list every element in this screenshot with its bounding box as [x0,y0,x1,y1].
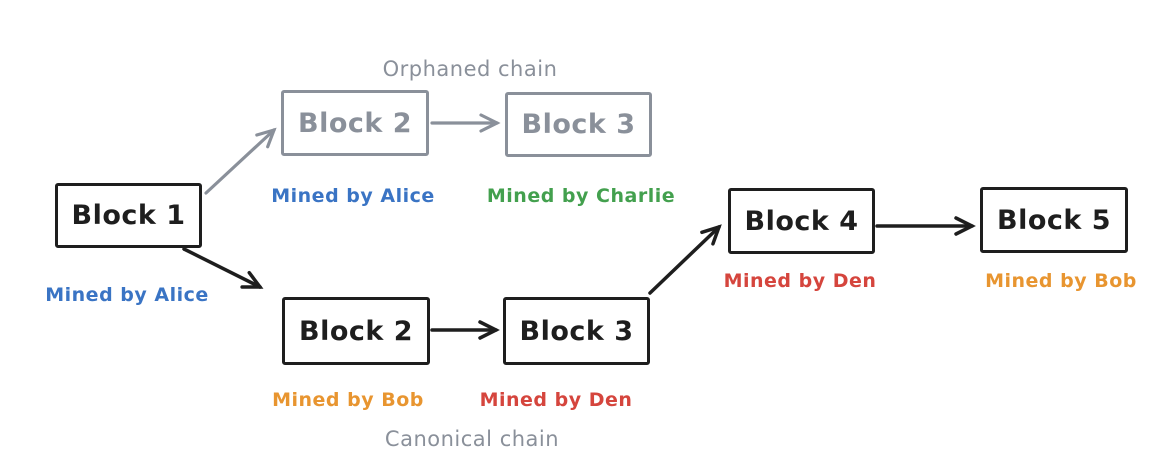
canonical-chain-title: Canonical chain [384,427,560,451]
canon-block3-miner-label: Mined by Den [479,389,633,411]
block4-miner-label: Mined by Den [723,270,877,292]
arrow-block1-to-canon-block2 [182,247,264,289]
canon-block2-box: Block 2 [282,297,430,365]
orphan-block3-box: Block 3 [505,92,652,157]
orphaned-chain-title: Orphaned chain [382,57,558,81]
orphan-block3-label: Block 3 [521,109,636,140]
block5-miner-label: Mined by Bob [985,270,1137,292]
orphan-block2-box: Block 2 [281,90,429,156]
orphan-block3-miner-label: Mined by Charlie [486,185,676,207]
block5-box: Block 5 [980,187,1128,253]
block4-label: Block 4 [744,205,859,237]
canon-block3-label: Block 3 [519,315,634,347]
orphan-block2-label: Block 2 [297,107,413,139]
block1-box: Block 1 [55,183,202,248]
block4-box: Block 4 [728,188,875,254]
canon-block3-box: Block 3 [503,297,650,365]
canon-block2-miner-label: Mined by Bob [272,389,424,411]
canon-block2-label: Block 2 [298,315,414,347]
block1-miner-label: Mined by Alice [45,284,209,306]
block1-label: Block 1 [71,200,186,231]
arrow-canon-block3-to-block4 [648,224,722,295]
arrow-block1-to-orphan-block2 [204,127,277,195]
block5-label: Block 5 [996,204,1112,236]
orphan-block2-miner-label: Mined by Alice [271,185,435,207]
